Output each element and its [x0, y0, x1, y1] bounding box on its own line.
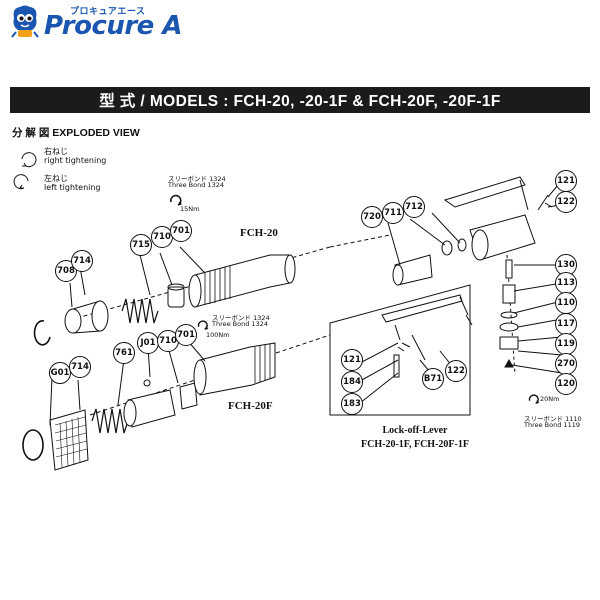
- torque-b: 100Nm: [206, 331, 230, 339]
- legend-right-en: right tightening: [44, 156, 107, 165]
- exploded-view-drawing: [13, 152, 563, 471]
- part-number-119: 119: [555, 333, 577, 355]
- threebond-a-jp: スリーボンド 1324: [168, 175, 226, 183]
- part-number-121-lock: 121: [341, 349, 363, 371]
- part-number-121: 121: [555, 170, 577, 192]
- legend-left-en: left tightening: [44, 183, 101, 192]
- logo-wordmark: Procure A: [44, 11, 183, 41]
- threebond-b-en: Three Bond 1324: [212, 320, 268, 328]
- exploded-view-diagram: 分 解 図 EXPLODED VIEW 右ねじ right tightening…: [0, 115, 600, 475]
- part-number-715: 715: [130, 234, 152, 256]
- part-number-b71: B71: [422, 368, 444, 390]
- part-number-184: 184: [341, 371, 363, 393]
- part-number-122: 122: [555, 191, 577, 213]
- part-number-117: 117: [555, 313, 577, 335]
- part-number-714-lower: 714: [69, 356, 91, 378]
- part-number-110: 110: [555, 292, 577, 314]
- part-number-701: 701: [170, 220, 192, 242]
- torque-arrow-icon: [528, 394, 540, 405]
- part-number-183: 183: [341, 393, 363, 415]
- threebond-c-en: Three Bond 1119: [524, 421, 580, 429]
- lock-off-lever-title: Lock-off-Lever: [382, 425, 448, 436]
- part-number-130: 130: [555, 254, 577, 276]
- threebond-b-jp: スリーボンド 1324: [212, 314, 270, 322]
- torque-c: 20Nm: [540, 395, 560, 403]
- part-number-761: 761: [113, 342, 135, 364]
- threebond-a-en: Three Bond 1324: [168, 181, 224, 189]
- legend-right-jp: 右ねじ: [44, 147, 68, 156]
- torque-arrow-icon: [197, 320, 209, 331]
- models-title-bar: 型 式 / MODELS : FCH-20, -20-1F & FCH-20F,…: [10, 87, 590, 113]
- part-number-710: 710: [151, 226, 173, 248]
- part-number-270: 270: [555, 353, 577, 375]
- part-number-711: 711: [382, 202, 404, 224]
- model-label-fch20: FCH-20: [240, 227, 278, 239]
- part-number-701-lower: 701: [175, 324, 197, 346]
- mascot-icon: [8, 4, 42, 38]
- part-number-113: 113: [555, 272, 577, 294]
- models-title: 型 式 / MODELS : FCH-20, -20-1F & FCH-20F,…: [99, 93, 501, 110]
- exploded-view-title: 分 解 図 EXPLODED VIEW: [12, 127, 140, 139]
- part-number-j01: J01: [137, 332, 159, 354]
- logo-kana-text: プロキュアエース: [70, 7, 146, 17]
- part-number-120: 120: [555, 373, 577, 395]
- torque-a: 15Nm: [180, 205, 200, 213]
- legend-left-jp: 左ねじ: [44, 174, 68, 183]
- part-number-g01: G01: [49, 362, 71, 384]
- threebond-c-jp: スリーボンド 1110: [524, 415, 582, 423]
- part-number-122-lock: 122: [445, 360, 467, 382]
- model-label-fch20f: FCH-20F: [228, 400, 273, 412]
- right-tightening-arrow-icon: [21, 152, 37, 168]
- procure-a-logo: プロキュアエース Procure A: [8, 4, 183, 44]
- part-number-714: 714: [71, 250, 93, 272]
- part-number-720: 720: [361, 206, 383, 228]
- part-number-712: 712: [403, 196, 425, 218]
- torque-arrow-icon: [169, 194, 183, 206]
- lock-off-lever-models: FCH-20-1F, FCH-20F-1F: [361, 439, 469, 450]
